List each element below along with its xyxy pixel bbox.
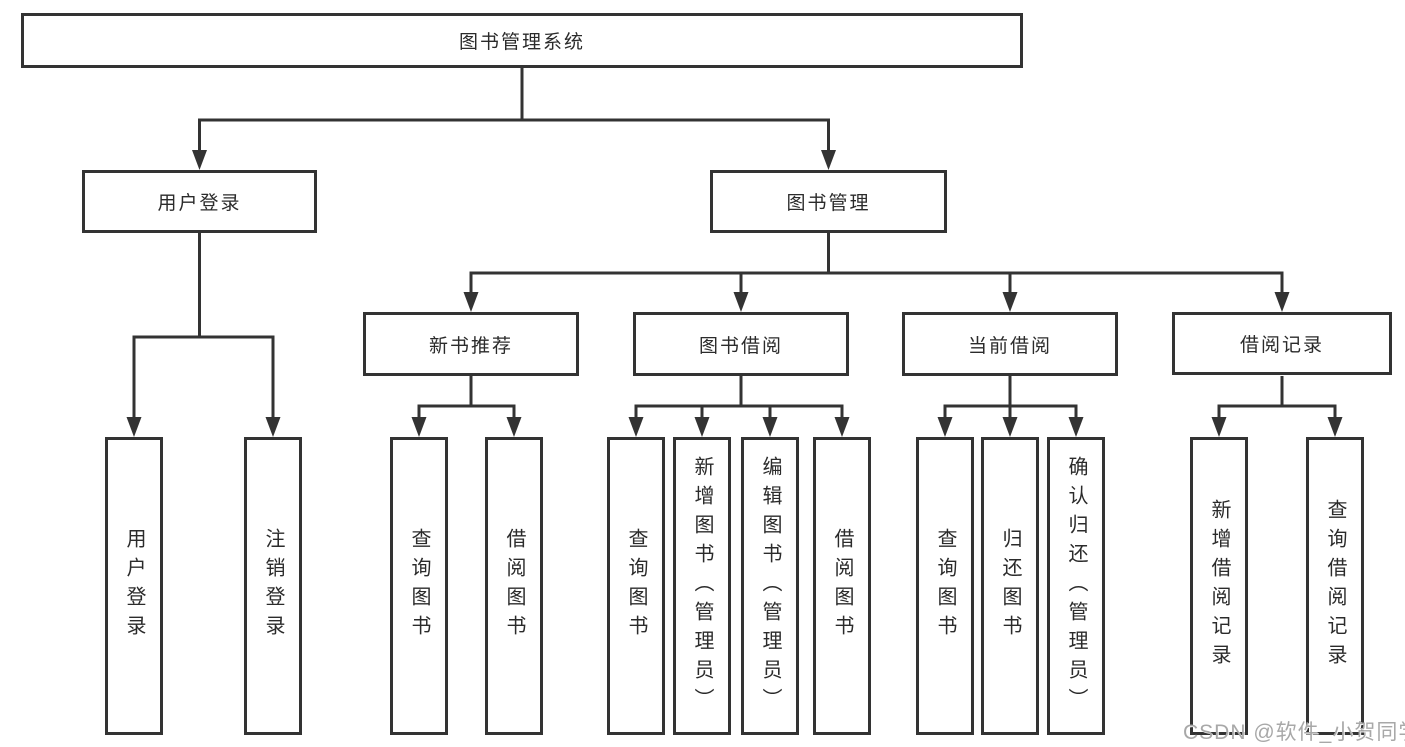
leaf-add-borrow-record: 新增借阅记录 <box>1190 437 1248 735</box>
leaf-user-login-label: 用户登录 <box>123 528 145 644</box>
leaf-logout: 注销登录 <box>244 437 302 735</box>
leaf-edit-book-admin: 编辑图书（管理员） <box>741 437 799 735</box>
connector-book-management-to-level3 <box>463 233 1290 312</box>
node-root-system-label: 图书管理系统 <box>458 32 585 53</box>
connector-borrow-records-to-leaves <box>1211 376 1343 437</box>
node-book-borrow-label: 图书借阅 <box>698 335 783 357</box>
leaf-add-borrow-record-label: 新增借阅记录 <box>1208 499 1230 673</box>
connector-new-book-recommend-to-leaves <box>411 376 522 437</box>
node-new-book-recommend-label: 新书推荐 <box>428 335 513 357</box>
leaf-user-login: 用户登录 <box>105 437 163 735</box>
leaf-borrow-query-book-label: 查询图书 <box>625 528 647 644</box>
leaf-recommend-query-book-label: 查询图书 <box>408 528 430 644</box>
connector-current-borrow-to-leaves <box>937 376 1084 437</box>
node-borrow-records: 借阅记录 <box>1172 312 1392 375</box>
leaf-return-book: 归还图书 <box>981 437 1039 735</box>
node-current-borrow-label: 当前借阅 <box>967 335 1052 357</box>
leaf-borrow-query-book: 查询图书 <box>607 437 665 735</box>
node-book-management-label: 图书管理 <box>786 193 871 214</box>
leaf-query-borrow-record: 查询借阅记录 <box>1306 437 1364 735</box>
leaf-recommend-borrow-book: 借阅图书 <box>485 437 543 735</box>
node-user-login: 用户登录 <box>82 170 317 233</box>
leaf-current-query-book-label: 查询图书 <box>934 528 956 644</box>
leaf-recommend-borrow-book-label: 借阅图书 <box>503 528 525 644</box>
node-user-login-label: 用户登录 <box>157 193 242 214</box>
leaf-edit-book-admin-label: 编辑图书（管理员） <box>759 455 781 717</box>
leaf-borrow-borrow-book-label: 借阅图书 <box>831 528 853 644</box>
leaf-confirm-return-admin-label: 确认归还（管理员） <box>1065 455 1087 717</box>
node-book-borrow: 图书借阅 <box>633 312 849 376</box>
leaf-current-query-book: 查询图书 <box>916 437 974 735</box>
leaf-return-book-label: 归还图书 <box>999 528 1021 644</box>
leaf-borrow-borrow-book: 借阅图书 <box>813 437 871 735</box>
node-root-system: 图书管理系统 <box>21 13 1023 68</box>
leaf-query-borrow-record-label: 查询借阅记录 <box>1324 499 1346 673</box>
node-current-borrow: 当前借阅 <box>902 312 1118 376</box>
leaf-logout-label: 注销登录 <box>262 528 284 644</box>
csdn-watermark: CSDN @软件_小贺同学 <box>1183 721 1405 744</box>
leaf-add-book-admin: 新增图书（管理员） <box>673 437 731 735</box>
connector-book-borrow-to-leaves <box>628 376 850 437</box>
node-book-management: 图书管理 <box>710 170 947 233</box>
leaf-confirm-return-admin: 确认归还（管理员） <box>1047 437 1105 735</box>
node-borrow-records-label: 借阅记录 <box>1239 335 1324 356</box>
node-new-book-recommend: 新书推荐 <box>363 312 579 376</box>
connector-root-to-level2 <box>192 68 836 170</box>
leaf-recommend-query-book: 查询图书 <box>390 437 448 735</box>
leaf-add-book-admin-label: 新增图书（管理员） <box>691 455 713 717</box>
connector-user-login-to-leaves <box>126 233 281 437</box>
